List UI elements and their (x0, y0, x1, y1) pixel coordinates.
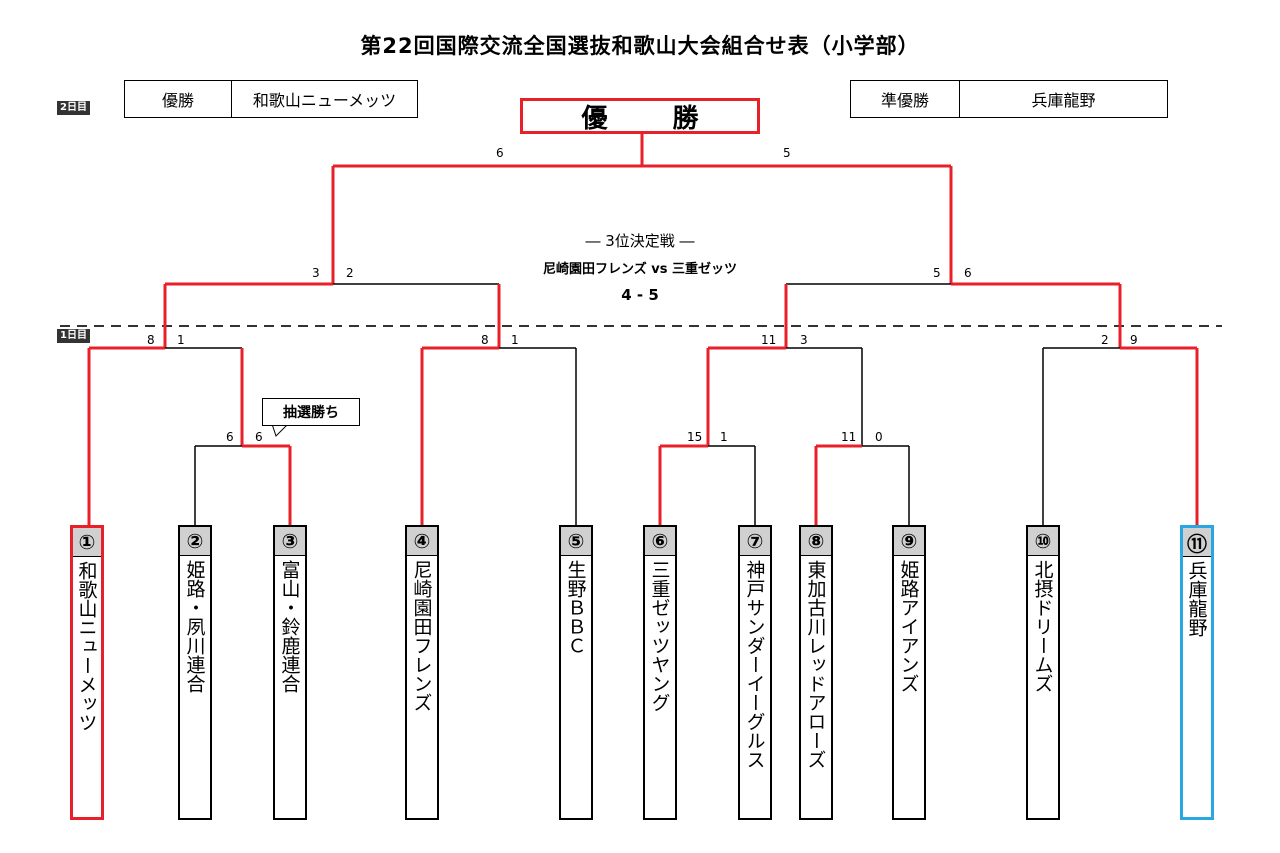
winner-label: 優勝 (161, 91, 194, 110)
team-name: 富山・鈴鹿連合 (278, 560, 301, 693)
team-name: 姫路・夙川連合 (183, 560, 206, 693)
team-number: ③ (275, 527, 305, 556)
score-semi-right-a: 5 (933, 266, 941, 280)
score-r1-b: 6 (255, 430, 263, 444)
page-title: 第22回国際交流全国選抜和歌山大会組合せ表（小学部） (360, 34, 920, 58)
team-number: ⑪ (1183, 528, 1211, 557)
team-number: ⑩ (1028, 527, 1058, 556)
q2-lines (420, 346, 577, 525)
team-box: ⑥ 三重ゼッツヤング (643, 525, 677, 820)
team-box: ⑪ 兵庫龍野 (1180, 525, 1214, 820)
score-q1-b: 1 (177, 333, 185, 347)
score-q4-a: 2 (1101, 333, 1109, 347)
score-q3-a: 11 (761, 333, 777, 347)
team-name: 尼崎園田フレンズ (410, 560, 433, 712)
score-semi-left-a: 3 (312, 266, 320, 280)
team-box: ③ 富山・鈴鹿連合 (273, 525, 307, 820)
runner-label: 準優勝 (880, 91, 929, 110)
team-box: ⑩ 北摂ドリームズ (1026, 525, 1060, 820)
right-semi-lines (784, 282, 1122, 348)
team-number: ⑧ (801, 527, 831, 556)
score-final-right: 5 (783, 146, 791, 160)
lottery-callout: 抽選勝ち (262, 398, 360, 426)
day2-label: 2日目 (57, 101, 90, 115)
r1-lines (194, 444, 292, 525)
left-semi-lines (163, 282, 501, 348)
team-name: 神戸サンダーイーグルス (743, 560, 766, 769)
team-name: 東加古川レッドアローズ (804, 560, 827, 769)
r3-lines (814, 444, 910, 525)
third-place-heading: ― 3位決定戦 ― (585, 232, 695, 250)
score-r2-b: 1 (720, 430, 728, 444)
third-place-match: 尼崎園田フレンズ vs 三重ゼッツ (542, 262, 737, 277)
team-number: ② (180, 527, 210, 556)
score-r2-a: 15 (687, 430, 703, 444)
team-name: 和歌山ニューメッツ (75, 561, 98, 732)
team-name: 姫路アイアンズ (897, 560, 920, 693)
runner-result-box: 準優勝 兵庫龍野 (850, 80, 1168, 118)
score-final-left: 6 (496, 146, 504, 160)
team-name: 生野ＢＢＣ (564, 560, 587, 655)
team-number: ⑦ (740, 527, 770, 556)
score-q4-b: 9 (1130, 333, 1138, 347)
team-number: ⑨ (894, 527, 924, 556)
winner-result-box: 優勝 和歌山ニューメッツ (124, 80, 418, 118)
runner-team: 兵庫龍野 (959, 81, 1167, 117)
third-place-score: 4 - 5 (621, 286, 659, 304)
q3-lines (706, 346, 863, 446)
score-r3-a: 11 (841, 430, 857, 444)
r2-lines (658, 444, 756, 525)
q1-lines (87, 346, 244, 525)
score-q2-b: 1 (511, 333, 519, 347)
score-q2-a: 8 (481, 333, 489, 347)
team-name: 北摂ドリームズ (1031, 560, 1054, 693)
team-number: ④ (407, 527, 437, 556)
score-r3-b: 0 (875, 430, 883, 444)
q4-lines (1042, 346, 1199, 525)
score-q3-b: 3 (800, 333, 808, 347)
winner-team: 和歌山ニューメッツ (231, 81, 417, 117)
team-box: ⑤ 生野ＢＢＣ (559, 525, 593, 820)
team-number: ⑥ (645, 527, 675, 556)
team-box: ⑧ 東加古川レッドアローズ (799, 525, 833, 820)
team-name: 兵庫龍野 (1185, 561, 1208, 637)
team-box: ⑨ 姫路アイアンズ (892, 525, 926, 820)
team-box: ② 姫路・夙川連合 (178, 525, 212, 820)
score-q1-a: 8 (147, 333, 155, 347)
champion-box: 優 勝 (520, 98, 760, 134)
team-number: ⑤ (561, 527, 591, 556)
team-box: ① 和歌山ニューメッツ (70, 525, 104, 820)
score-semi-left-b: 2 (346, 266, 354, 280)
team-box: ⑦ 神戸サンダーイーグルス (738, 525, 772, 820)
team-name: 三重ゼッツヤング (648, 560, 671, 712)
team-number: ① (73, 528, 101, 557)
score-r1-a: 6 (226, 430, 234, 444)
score-semi-right-b: 6 (964, 266, 972, 280)
team-box: ④ 尼崎園田フレンズ (405, 525, 439, 820)
day1-label: 1日目 (57, 329, 90, 343)
final-lines (331, 134, 953, 284)
